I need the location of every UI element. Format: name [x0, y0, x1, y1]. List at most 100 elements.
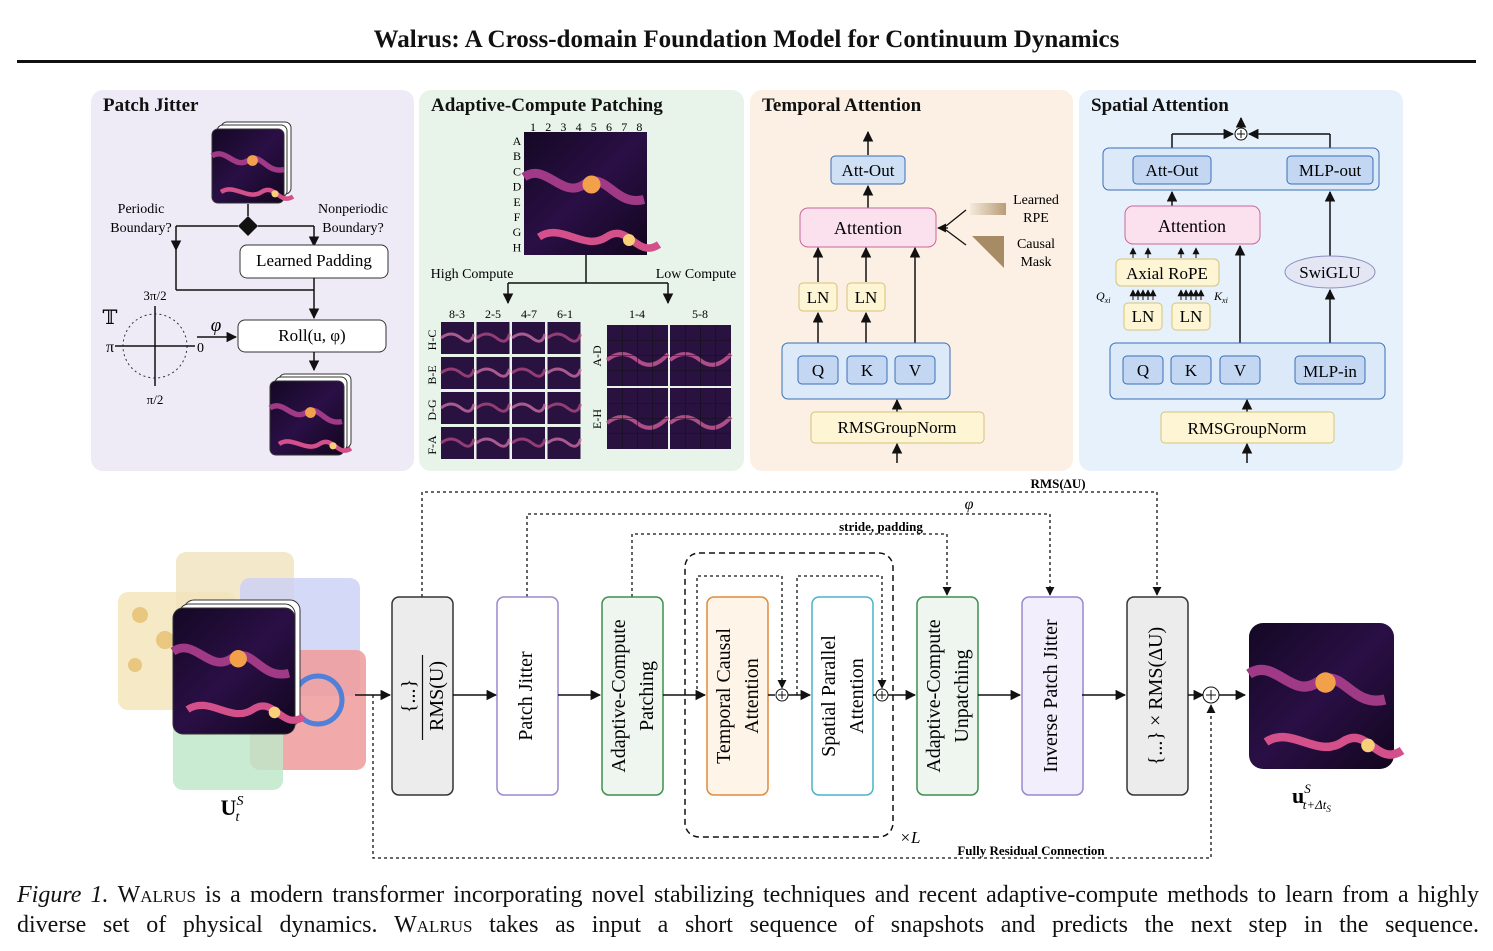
patch-row-label: C	[513, 164, 521, 178]
pipeline-block-box	[1126, 596, 1189, 796]
svg-text:Roll(u, φ): Roll(u, φ)	[278, 326, 345, 345]
high-compute-tile	[512, 427, 545, 459]
pipeline-block-label: Spatial Parallel	[818, 635, 840, 757]
caption-part2: takes as input a short sequence of snaps…	[489, 912, 1480, 938]
low-compute-label: Low Compute	[656, 267, 737, 282]
caption-walrus-2: Walrus	[394, 912, 473, 938]
spatial-k-box	[1170, 355, 1212, 385]
svg-text:Mask: Mask	[1020, 255, 1051, 270]
patch-col-label: 2	[545, 120, 551, 134]
pipeline-block-box	[1021, 596, 1084, 796]
high-compute-tile-texture	[440, 437, 476, 448]
high-compute-tile-texture	[511, 437, 547, 448]
patch-row-label: A	[513, 134, 522, 148]
high-compute-tile-texture	[546, 437, 582, 448]
high-compute-tile-texture	[475, 437, 511, 448]
low-col-label: 1-4	[629, 307, 645, 321]
axial-rope-box	[1115, 258, 1220, 287]
high-compute-tile-texture	[546, 402, 582, 413]
pipeline-block-box	[916, 596, 979, 796]
decision-diamond	[238, 216, 258, 236]
svg-text:Causal: Causal	[1017, 237, 1055, 252]
input-snapshot-stack	[118, 552, 366, 790]
svg-text:Att-Out: Att-Out	[1146, 161, 1199, 180]
svg-text:RPE: RPE	[1023, 211, 1049, 226]
nonperiodic-label: Nonperiodic	[318, 202, 388, 217]
temporal-ln-q-box	[798, 282, 838, 312]
q-xi-label: Qxi	[1096, 289, 1110, 305]
svg-text:Learned Padding: Learned Padding	[256, 251, 372, 270]
k-xi-label: Kxi	[1213, 289, 1228, 305]
patch-jitter-diagram: Periodic Boundary? Nonperiodic Boundary?…	[103, 121, 389, 456]
high-col-label: 4-7	[521, 307, 537, 321]
caption-figure-label: Figure 1.	[17, 882, 109, 908]
svg-text:RMSGroupNorm: RMSGroupNorm	[837, 418, 956, 437]
jitter-input-field-stack	[212, 121, 293, 204]
adaptive-patching-title: Adaptive-Compute Patching	[431, 95, 663, 116]
high-row-label: B-E	[425, 365, 439, 384]
spatial-mlp-in-box	[1294, 355, 1366, 385]
high-compute-tile	[441, 322, 474, 354]
svg-text:φ: φ	[211, 315, 222, 336]
spatial-v-box	[1219, 355, 1261, 385]
temporal-ln-k-box	[846, 282, 886, 312]
patch-col-label: 7	[621, 120, 627, 134]
pipeline-block-denorm: {...} × RMS(ΔU)	[1126, 596, 1189, 796]
svg-text:RMSGroupNorm: RMSGroupNorm	[1187, 419, 1306, 438]
patch-col-label: 1	[530, 120, 536, 134]
svg-text:V: V	[909, 361, 922, 380]
pipeline-block-label: Unpatching	[951, 649, 973, 742]
caption-part1: is a modern transformer incorporating no…	[17, 882, 1480, 938]
high-compute-tile-texture	[475, 402, 511, 413]
patch-col-label: 3	[560, 120, 566, 134]
output-snapshot	[1249, 623, 1394, 769]
pipeline-block-label: Patching	[636, 661, 658, 731]
high-compute-tile-texture	[440, 367, 476, 378]
high-compute-tile	[547, 322, 581, 354]
svg-text:V: V	[1234, 361, 1247, 380]
svg-text:Q: Q	[812, 361, 824, 380]
patch-col-label: 5	[591, 120, 597, 134]
high-compute-tile	[476, 392, 510, 424]
svg-text:3π/2: 3π/2	[143, 288, 166, 303]
spatial-ln-q-box	[1123, 302, 1163, 331]
spatial-q-box	[1122, 355, 1164, 385]
pipeline-block-box	[601, 596, 664, 796]
svg-text:MLP-in: MLP-in	[1303, 362, 1357, 381]
svg-text:Attention: Attention	[1158, 216, 1226, 236]
pipeline-block-label: Temporal Causal	[713, 628, 735, 764]
high-compute-tile	[441, 392, 474, 424]
pipeline-block-norm: {...}RMS(U)	[391, 596, 454, 796]
high-compute-tile-texture	[546, 332, 582, 343]
high-compute-tile-texture	[511, 332, 547, 343]
temporal-k-box	[846, 355, 888, 385]
high-row-label: D-G	[425, 399, 439, 421]
temporal-q-box	[797, 355, 839, 385]
svg-text:LN: LN	[807, 288, 830, 307]
high-compute-tile	[547, 392, 581, 424]
residual-label: Fully Residual Connection	[957, 843, 1105, 858]
patch-row-label: F	[514, 210, 521, 224]
pipeline-block-box	[706, 596, 769, 796]
pipeline-block-inverse-jitter: Inverse Patch Jitter	[1021, 596, 1084, 796]
svg-text:Boundary?: Boundary?	[110, 221, 171, 236]
stride-skip-label: stride, padding	[839, 519, 923, 534]
phi-skip-label: φ	[965, 496, 974, 513]
low-row-label: A-D	[590, 345, 604, 367]
patch-jitter-title: Patch Jitter	[103, 95, 199, 116]
temporal-attention-diagram: Att-Out Attention Learned RPE Causal Mas…	[781, 130, 1059, 463]
high-compute-tile-texture	[475, 332, 511, 343]
causal-mask-swatch	[972, 236, 1004, 268]
low-col-label: 5-8	[692, 307, 708, 321]
rms-skip-label: RMS(ΔU)	[1030, 476, 1085, 491]
svg-text:SwiGLU: SwiGLU	[1299, 263, 1360, 282]
high-compute-tile-texture	[511, 367, 547, 378]
spatial-ln-k-box	[1171, 302, 1211, 331]
spatial-attention-diagram: Att-Out MLP-out Attention SwiGLU Axial R…	[1096, 116, 1386, 463]
